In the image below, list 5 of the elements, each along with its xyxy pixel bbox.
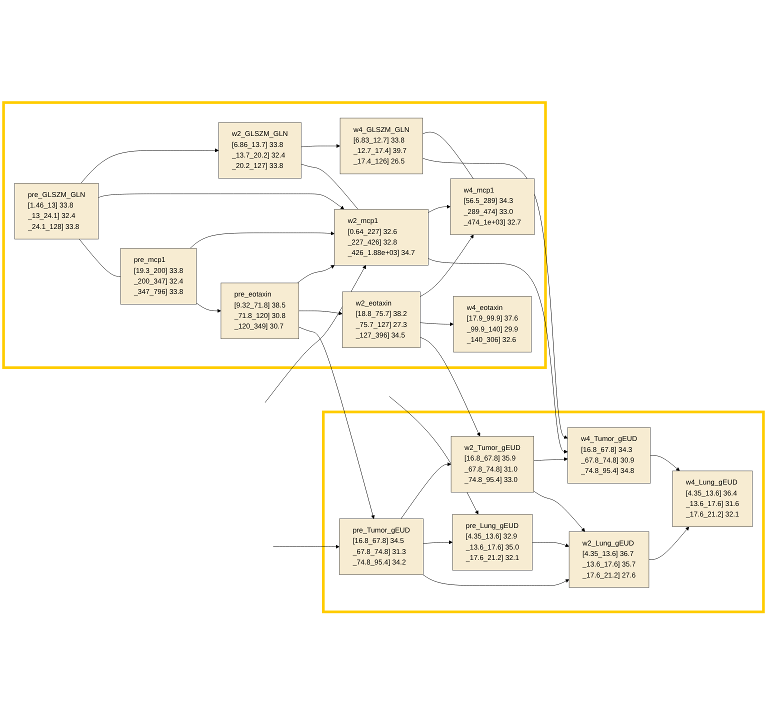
connector xyxy=(78,239,121,277)
cluster xyxy=(322,410,765,614)
connector xyxy=(300,164,358,210)
connector xyxy=(422,132,474,180)
cluster xyxy=(2,102,547,370)
